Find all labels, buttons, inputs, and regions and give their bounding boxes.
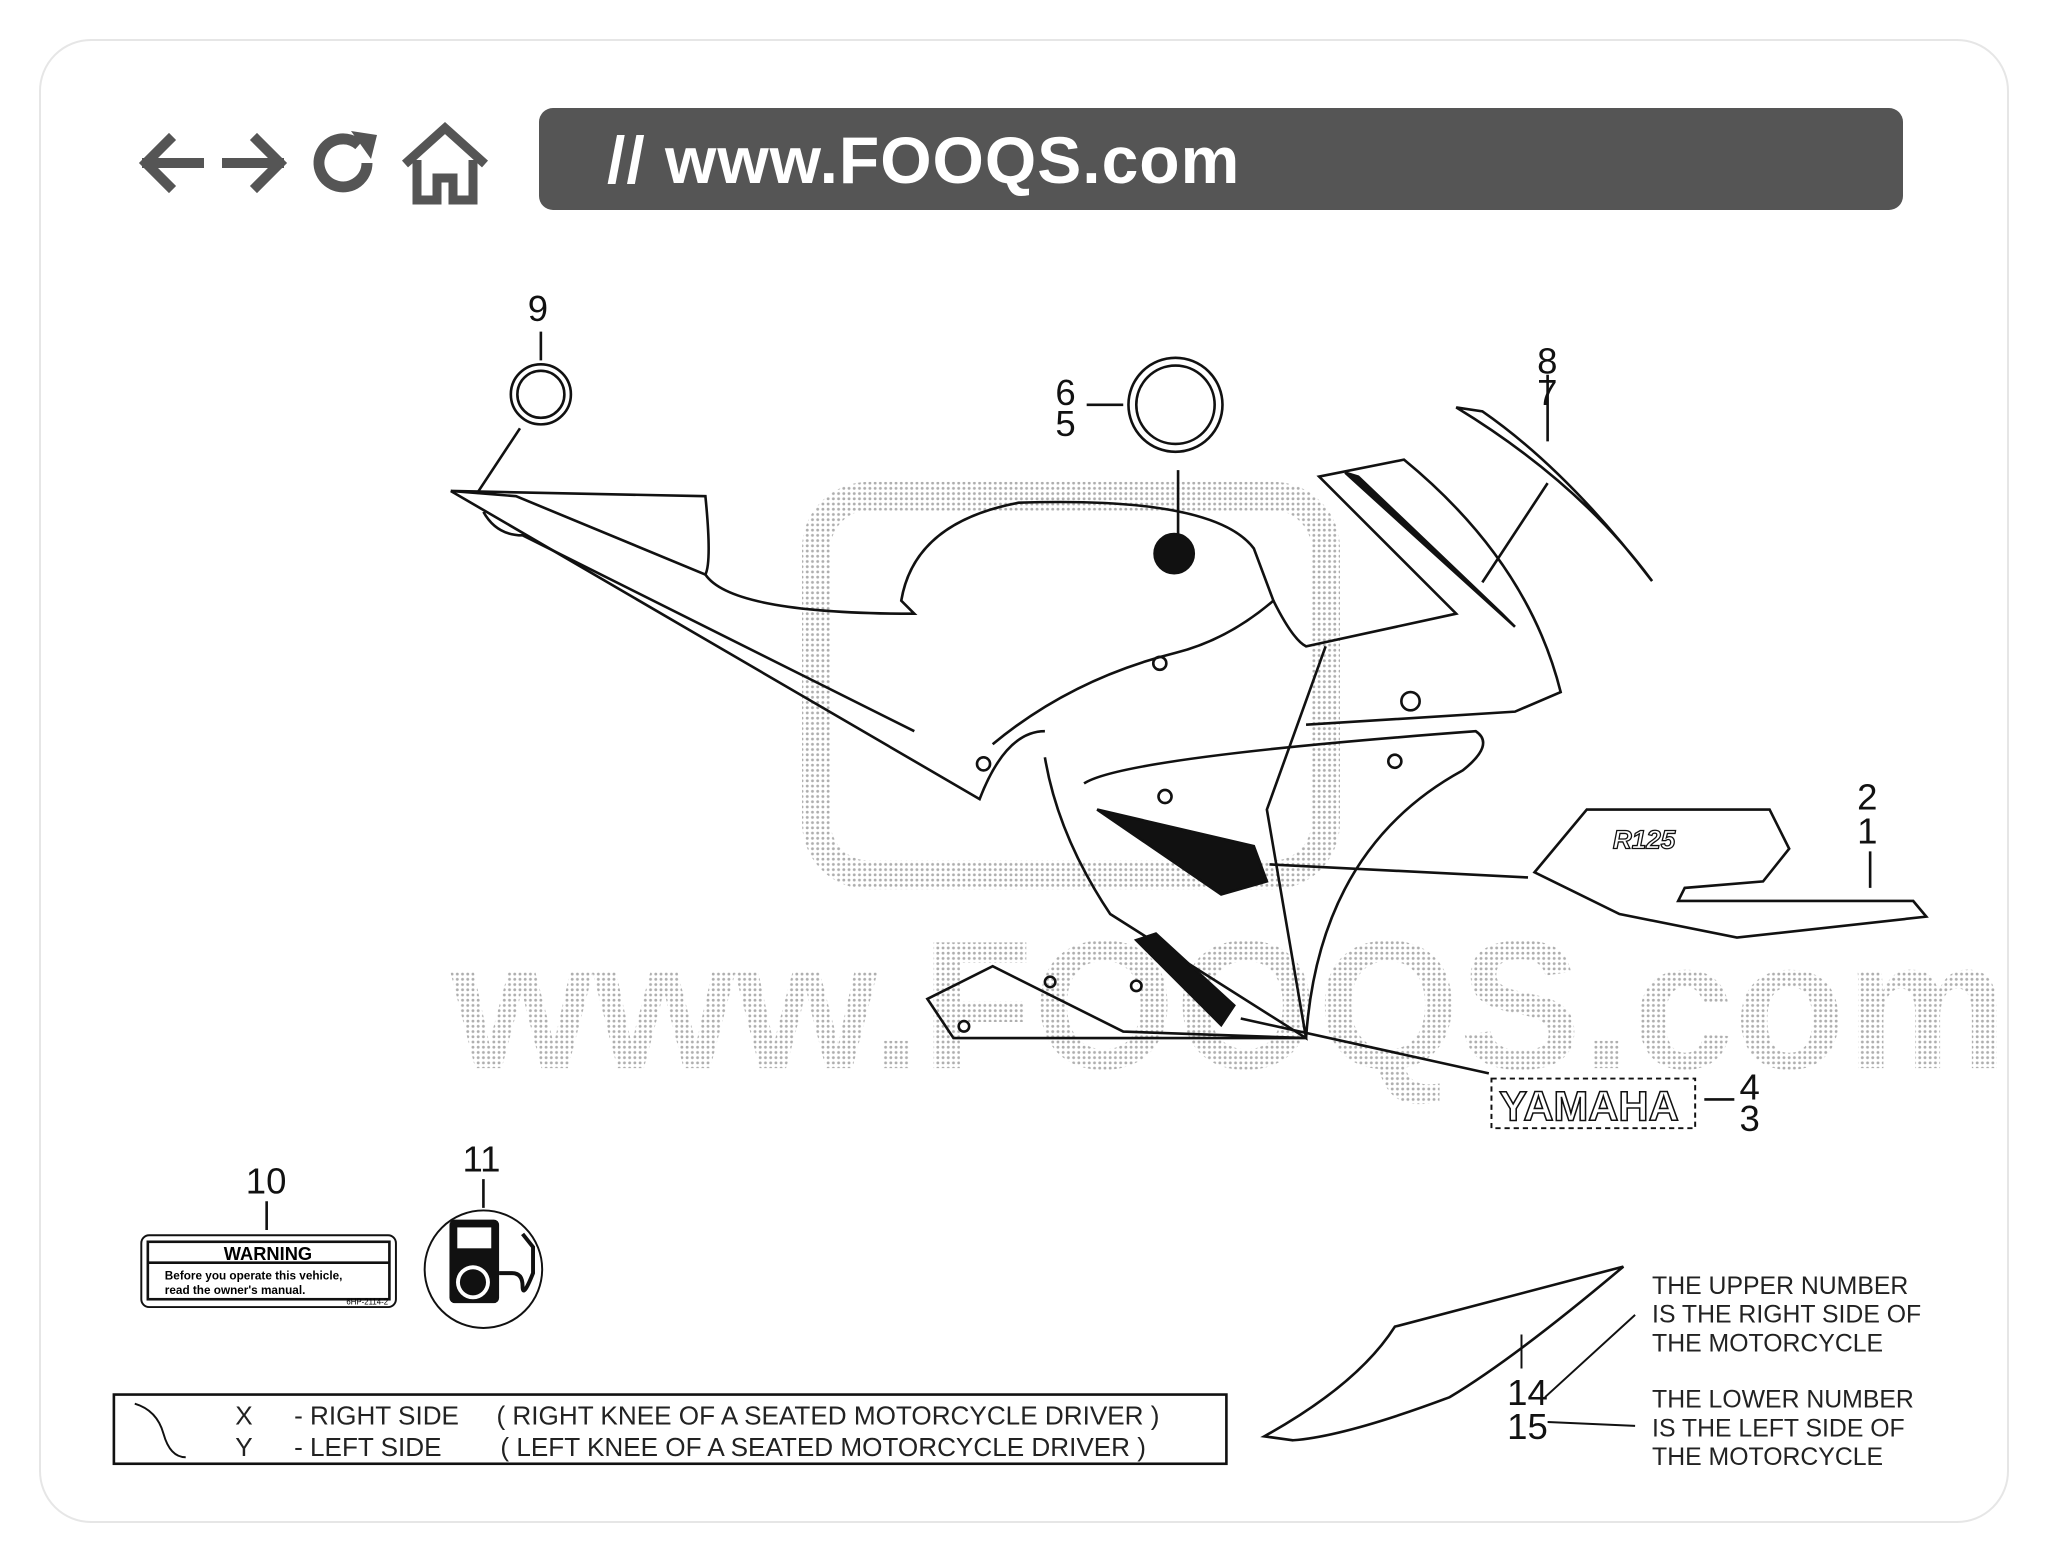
yamaha-logo: YAMAHA <box>1499 1082 1678 1129</box>
note-upper-1: THE UPPER NUMBER <box>1652 1273 1908 1300</box>
legend-x-key: X <box>235 1401 252 1431</box>
note-lower-3: THE MOTORCYCLE <box>1652 1444 1883 1471</box>
motorcycle-fairing <box>265 331 1872 1231</box>
warning-line-2: read the owner's manual. <box>165 1284 306 1297</box>
page-frame <box>39 39 2009 1523</box>
reload-icon[interactable] <box>307 125 383 201</box>
warning-line-1: Before you operate this vehicle, <box>165 1270 343 1283</box>
knee-pad-leaders <box>1520 1314 1636 1427</box>
callout-14: 14 <box>1507 1372 1548 1413</box>
url-text: // www.FOOQS.com <box>607 123 1241 197</box>
arrow-right-icon[interactable] <box>219 128 289 198</box>
knee-curve-icon <box>134 1402 186 1459</box>
side-legend: X - RIGHT SIDE ( RIGHT KNEE OF A SEATED … <box>112 1393 1228 1466</box>
callout-6: 6 <box>1055 372 1075 413</box>
legend-y-side: - LEFT SIDE <box>294 1432 442 1462</box>
callout-7: 7 <box>1537 372 1557 413</box>
warning-label: WARNING Before you operate this vehicle,… <box>140 1234 397 1309</box>
r125-logo: R125 <box>1613 825 1676 855</box>
tank-cap-decal-9 <box>509 363 573 426</box>
nav-buttons <box>137 118 491 208</box>
unleaded-fuel-pump-icon <box>423 1209 544 1329</box>
note-upper-2: IS THE RIGHT SIDE OF <box>1652 1302 1921 1329</box>
home-icon[interactable] <box>399 120 491 206</box>
legend-y-key: Y <box>235 1432 252 1462</box>
knee-pad-decal <box>1260 1265 1625 1442</box>
callout-10: 10 <box>246 1160 287 1201</box>
note-lower-1: THE LOWER NUMBER <box>1652 1387 1914 1414</box>
warning-title: WARNING <box>224 1243 312 1264</box>
callout-9: 9 <box>528 288 548 329</box>
callout-4: 4 <box>1740 1066 1760 1107</box>
r125-decal: R125 <box>1532 808 1929 939</box>
side-notes: THE UPPER NUMBER IS THE RIGHT SIDE OF TH… <box>1652 1273 1921 1471</box>
tank-cap-decal-5-6 <box>1127 356 1224 454</box>
callout-8: 8 <box>1537 340 1557 381</box>
legend-x-desc: ( RIGHT KNEE OF A SEATED MOTORCYCLE DRIV… <box>496 1401 1159 1431</box>
callout-numbers: 9 6 5 8 7 2 1 4 3 10 11 14 15 <box>246 288 1878 1447</box>
legend-x-side: - RIGHT SIDE <box>294 1401 459 1431</box>
note-lower-2: IS THE LEFT SIDE OF <box>1652 1415 1905 1442</box>
arrow-left-icon[interactable] <box>137 128 207 198</box>
callout-5: 5 <box>1055 403 1075 444</box>
callout-11: 11 <box>463 1138 501 1179</box>
note-upper-3: THE MOTORCYCLE <box>1652 1330 1883 1357</box>
callout-2: 2 <box>1857 777 1877 818</box>
warning-code: 6HP-2114-2 <box>346 1297 388 1306</box>
callout-3: 3 <box>1740 1098 1760 1139</box>
yamaha-decal: YAMAHA <box>1490 1077 1697 1130</box>
legend-y-desc: ( LEFT KNEE OF A SEATED MOTORCYCLE DRIVE… <box>500 1432 1146 1462</box>
callout-1: 1 <box>1857 811 1877 852</box>
address-bar[interactable]: // www.FOOQS.com <box>539 108 1903 210</box>
callout-15: 15 <box>1507 1406 1548 1447</box>
